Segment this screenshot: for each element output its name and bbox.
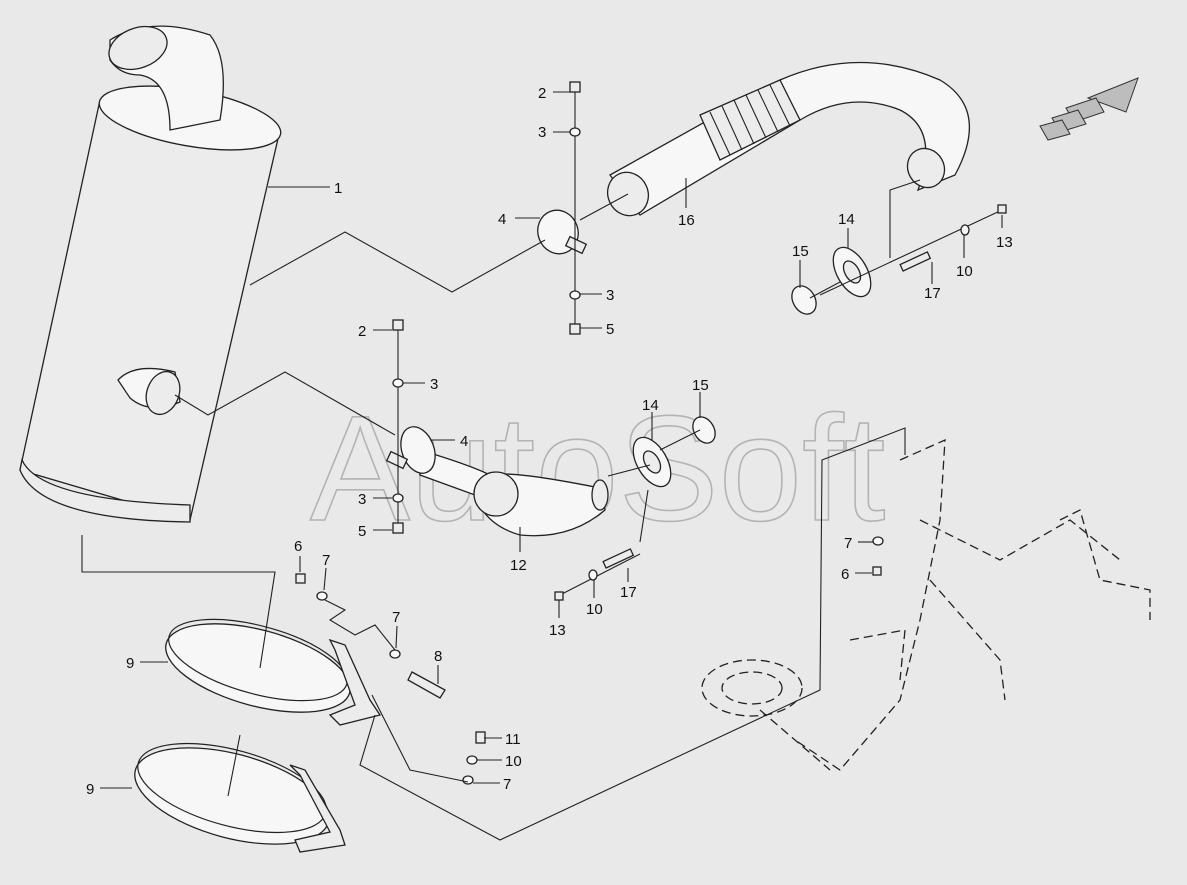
callout-14: 14 bbox=[642, 397, 659, 414]
callout-16: 16 bbox=[678, 212, 695, 229]
callout-13: 13 bbox=[996, 234, 1013, 251]
direction-arrow-icon bbox=[1039, 77, 1139, 141]
callout-7: 7 bbox=[392, 609, 400, 626]
strap-9-lower bbox=[134, 742, 346, 853]
callout-3: 3 bbox=[606, 287, 614, 304]
callout-7: 7 bbox=[503, 776, 511, 793]
callout-3: 3 bbox=[538, 124, 546, 141]
callout-6: 6 bbox=[841, 566, 849, 583]
clamp-4-upper bbox=[537, 209, 588, 255]
callout-17: 17 bbox=[924, 285, 941, 302]
callout-10: 10 bbox=[956, 263, 973, 280]
callout-pointers bbox=[100, 91, 1003, 789]
frame-bracket bbox=[701, 438, 1151, 771]
callout-9: 9 bbox=[126, 655, 134, 672]
callout-3: 3 bbox=[358, 491, 366, 508]
bolt-assembly-middle bbox=[392, 319, 404, 534]
callout-3: 3 bbox=[430, 376, 438, 393]
callout-2: 2 bbox=[358, 323, 366, 340]
callout-1: 1 bbox=[334, 180, 342, 197]
watermark: AutoSoft bbox=[310, 384, 885, 552]
callout-17: 17 bbox=[620, 584, 637, 601]
callout-7: 7 bbox=[322, 552, 330, 569]
callout-5: 5 bbox=[606, 321, 614, 338]
callout-7: 7 bbox=[844, 535, 852, 552]
leader-lines bbox=[81, 179, 921, 841]
callout-10: 10 bbox=[505, 753, 522, 770]
callout-10: 10 bbox=[586, 601, 603, 618]
bolt-assembly-upper bbox=[569, 81, 581, 335]
callout-15: 15 bbox=[792, 243, 809, 260]
muffler bbox=[19, 25, 282, 523]
callout-11: 11 bbox=[505, 731, 521, 748]
exhaust-pipe-12 bbox=[385, 426, 609, 537]
callout-2: 2 bbox=[538, 85, 546, 102]
callout-14: 14 bbox=[838, 211, 855, 228]
callout-6: 6 bbox=[294, 538, 302, 555]
exhaust-pipe-16 bbox=[606, 61, 970, 217]
strap-9-upper bbox=[165, 618, 382, 726]
callout-9: 9 bbox=[86, 781, 94, 798]
callout-8: 8 bbox=[434, 648, 442, 665]
callout-4: 4 bbox=[498, 211, 506, 228]
callout-13: 13 bbox=[549, 622, 566, 639]
callout-5: 5 bbox=[358, 523, 366, 540]
callout-12: 12 bbox=[510, 557, 527, 574]
callout-4: 4 bbox=[460, 433, 468, 450]
callout-15: 15 bbox=[692, 377, 709, 394]
flange-assembly-upper bbox=[791, 204, 1007, 315]
